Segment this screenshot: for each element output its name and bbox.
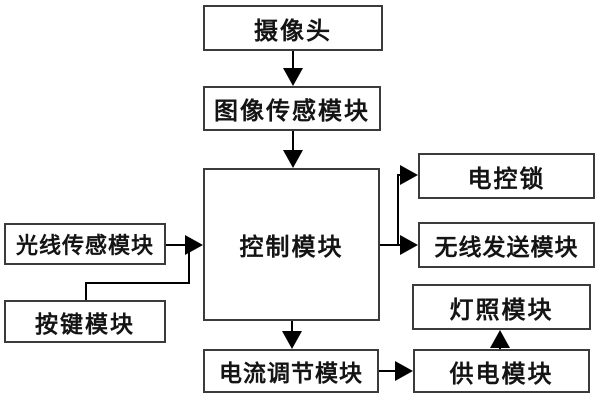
arrowhead-right-lock — [400, 165, 418, 185]
node-control: 控制模块 — [203, 168, 380, 321]
node-camera: 摄像头 — [203, 5, 383, 51]
node-button: 按键模块 — [4, 300, 166, 343]
node-current: 电流调节模块 — [203, 349, 379, 393]
node-lock-label: 电控锁 — [467, 166, 546, 193]
node-wireless-label: 无线发送模块 — [434, 235, 579, 260]
node-light-sensor-label: 光线传感模块 — [15, 233, 154, 258]
node-lock: 电控锁 — [418, 153, 595, 199]
arrowhead-right-wireless — [400, 235, 418, 255]
node-wireless: 无线发送模块 — [418, 222, 595, 268]
node-lighting-label: 灯照模块 — [449, 297, 554, 324]
node-image-sensor: 图像传感模块 — [203, 86, 381, 131]
arrowhead-down-current — [282, 331, 302, 349]
node-control-label: 控制模块 — [239, 235, 344, 261]
node-current-label: 电流调节模块 — [219, 361, 363, 386]
arrowhead-right-power — [395, 361, 413, 381]
node-power-label: 供电模块 — [449, 361, 554, 388]
node-light-sensor: 光线传感模块 — [4, 223, 166, 265]
node-button-label: 按键模块 — [35, 311, 135, 337]
node-camera-label: 摄像头 — [254, 18, 332, 45]
edge-button-control — [85, 245, 190, 300]
node-lighting: 灯照模块 — [412, 284, 591, 330]
arrowhead-down-control — [283, 150, 303, 168]
node-power: 供电模块 — [413, 349, 590, 393]
arrowhead-down-imagesensor — [283, 68, 303, 86]
arrowhead-right-control — [185, 235, 203, 255]
arrowhead-up-lighting — [490, 330, 510, 348]
node-image-sensor-label: 图像传感模块 — [214, 99, 370, 125]
edge-control-lock — [397, 174, 400, 246]
